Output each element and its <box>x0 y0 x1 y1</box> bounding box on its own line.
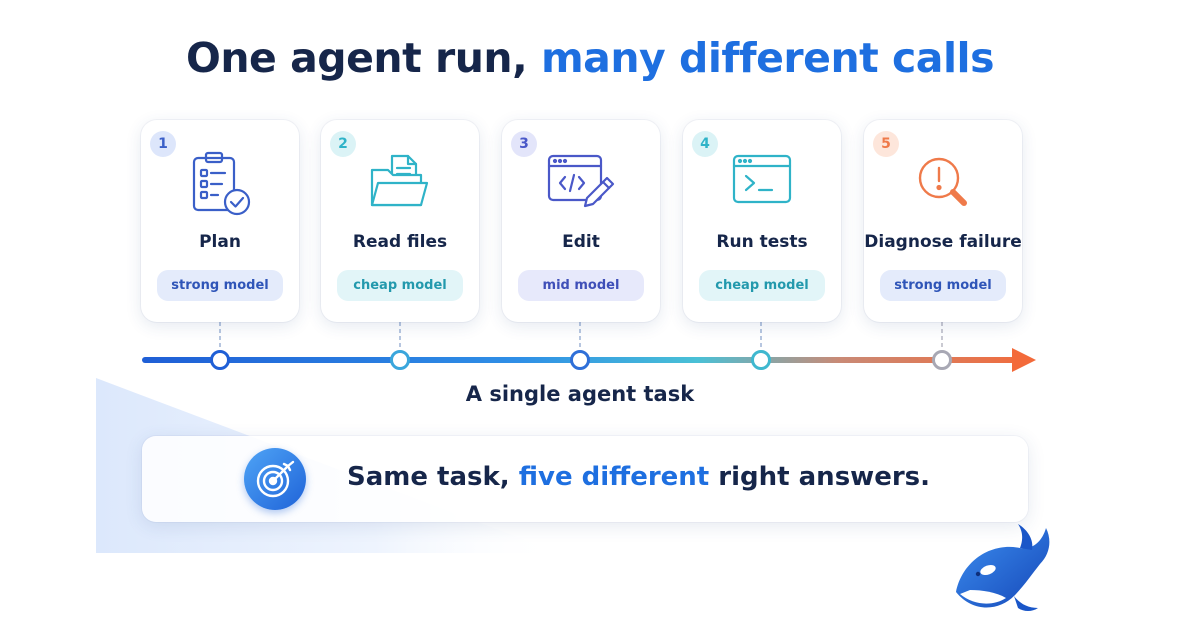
folder-files-icon <box>360 148 440 220</box>
title-highlight: many different calls <box>540 34 995 82</box>
step-label: Read files <box>352 232 448 252</box>
model-pill: cheap model <box>699 270 825 301</box>
code-editor-pencil-icon <box>541 148 621 220</box>
timeline-node-1 <box>210 350 230 370</box>
step-number-badge: 2 <box>330 131 356 157</box>
terminal-window-icon <box>722 148 802 220</box>
summary-text-part-1: Same task, <box>347 462 519 492</box>
timeline-arrowhead <box>1012 348 1036 372</box>
step-card-edit: 3 Edit mid model <box>502 120 660 322</box>
orca-mascot-logo <box>948 518 1060 618</box>
step-number-badge: 5 <box>873 131 899 157</box>
target-arrow-icon <box>244 448 306 510</box>
model-pill: cheap model <box>337 270 463 301</box>
step-number-badge: 3 <box>511 131 537 157</box>
step-label: Plan <box>199 232 241 252</box>
timeline-node-2 <box>390 350 410 370</box>
step-number-badge: 4 <box>692 131 718 157</box>
model-pill: strong model <box>880 270 1006 301</box>
model-pill: mid model <box>518 270 644 301</box>
title-part-1: One agent run, <box>185 34 541 82</box>
clipboard-check-icon <box>180 148 260 220</box>
timeline-node-4 <box>751 350 771 370</box>
connector-lines <box>219 322 943 350</box>
summary-banner: Same task, five different right answers. <box>142 436 1028 522</box>
timeline-node-3 <box>570 350 590 370</box>
step-card-diagnose-failure: 5 Diagnose failure strong model <box>864 120 1022 322</box>
timeline-label: A single agent task <box>465 382 695 406</box>
summary-highlight: five different <box>518 462 710 492</box>
step-label: Edit <box>562 232 600 252</box>
magnifier-alert-icon <box>903 148 983 220</box>
summary-text-part-2: right answers. <box>709 462 930 492</box>
step-label: Run tests <box>716 232 808 252</box>
step-label: Diagnose failure <box>864 232 1022 252</box>
step-card-plan: 1 Plan strong model <box>141 120 299 322</box>
step-number-badge: 1 <box>150 131 176 157</box>
model-pill: strong model <box>157 270 283 301</box>
summary-text: Same task, five different right answers. <box>347 462 1007 492</box>
page-title: One agent run, many different calls <box>0 34 1180 82</box>
step-card-read-files: 2 Read files cheap model <box>321 120 479 322</box>
timeline-node-5 <box>932 350 952 370</box>
timeline-nodes <box>210 350 952 370</box>
step-card-run-tests: 4 Run tests cheap model <box>683 120 841 322</box>
